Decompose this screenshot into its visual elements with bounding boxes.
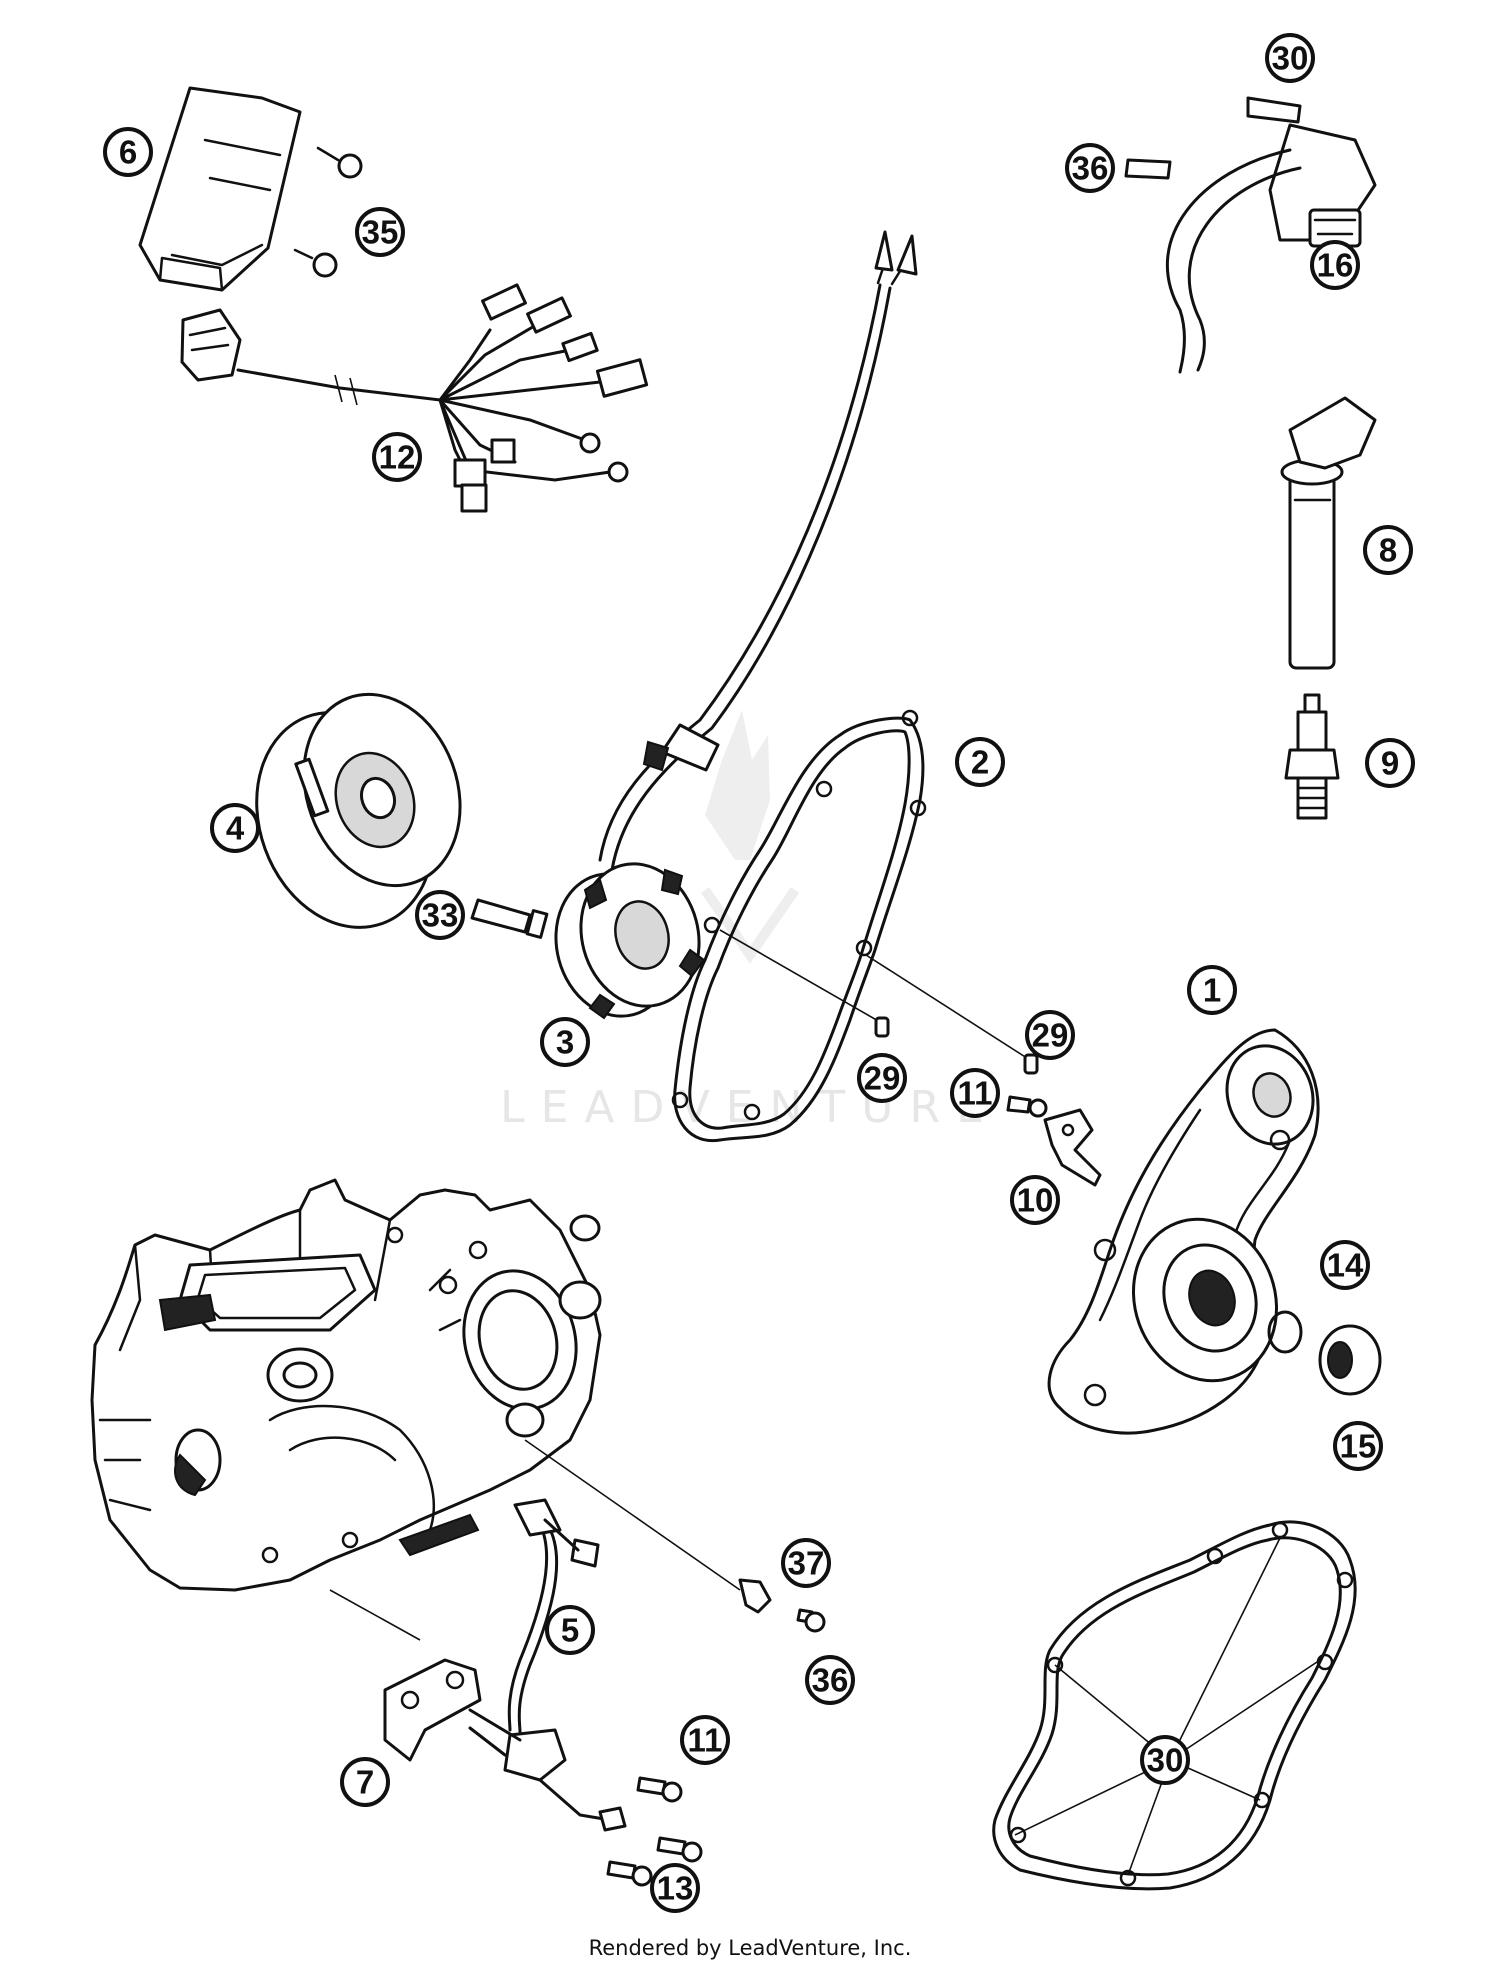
callout-33-label: 33 [422, 897, 459, 934]
callout-16-label: 16 [1317, 247, 1354, 284]
screw-11-upper [1006, 1095, 1048, 1118]
callout-11-upper-label: 11 [958, 1075, 993, 1112]
flywheel-rotor [255, 692, 462, 929]
ignition-coil [1165, 123, 1377, 374]
stator-cable [598, 230, 918, 872]
callout-37: 37 [781, 1538, 831, 1588]
cable-bracket [1043, 1108, 1102, 1187]
callout-7-label: 7 [356, 1764, 374, 1801]
screw-36-lower [796, 1608, 826, 1633]
callout-15: 15 [1333, 1421, 1383, 1471]
callout-10: 10 [1010, 1175, 1060, 1225]
callout-35: 35 [355, 207, 405, 257]
callout-8: 8 [1363, 525, 1413, 575]
callout-35-label: 35 [362, 214, 399, 251]
stator [554, 862, 706, 1020]
screw-35-lower [293, 248, 338, 278]
callout-36-lower: 36 [805, 1655, 855, 1705]
spark-plug-connector [1280, 396, 1377, 670]
callout-30-lower: 30 [1140, 1735, 1190, 1785]
callout-11-lower: 11 [680, 1715, 730, 1765]
callout-6-label: 6 [119, 134, 137, 171]
sensor-cable [507, 1498, 600, 1734]
callout-1-label: 1 [1203, 972, 1221, 1009]
callout-13: 13 [650, 1863, 700, 1913]
bolt-36-coil [1124, 158, 1172, 180]
callout-4-label: 4 [226, 810, 245, 847]
bolt-33 [470, 898, 549, 939]
screw-35-upper [316, 146, 363, 179]
dowel-pins [719, 929, 1039, 1075]
screw-11-lower [636, 1776, 683, 1803]
callout-36-upper-label: 36 [1072, 150, 1109, 187]
clutch-cover-gasket [992, 1520, 1357, 1891]
callout-10-label: 10 [1017, 1182, 1054, 1219]
clip-37 [738, 1578, 772, 1614]
callout-29-left-label: 29 [864, 1060, 901, 1097]
engine-crankcase [90, 1178, 602, 1592]
callout-30-lower-label: 30 [1147, 1742, 1184, 1779]
callout-36-upper: 36 [1065, 143, 1115, 193]
callout-29-left: 29 [857, 1053, 907, 1103]
callout-12-label: 12 [379, 439, 416, 476]
ignition-control-unit [138, 86, 302, 292]
callout-13-label: 13 [657, 1870, 694, 1907]
callout-5: 5 [545, 1605, 595, 1655]
callout-16: 16 [1310, 240, 1360, 290]
callout-14: 14 [1320, 1240, 1370, 1290]
callout-30-upper: 30 [1265, 33, 1315, 83]
callout-29-right: 29 [1025, 1010, 1075, 1060]
footer-credit: Rendered by LeadVenture, Inc. [588, 1936, 912, 1960]
ignition-cover-gasket [671, 709, 927, 1143]
callout-9-label: 9 [1381, 745, 1399, 782]
callout-6: 6 [103, 127, 153, 177]
callout-3: 3 [540, 1017, 590, 1067]
callout-9: 9 [1365, 738, 1415, 788]
wiring-harness [180, 283, 649, 513]
callout-29-right-label: 29 [1032, 1017, 1069, 1054]
callout-2-label: 2 [971, 744, 989, 781]
leader-lines [329, 1439, 741, 1641]
callout-1: 1 [1187, 965, 1237, 1015]
callout-7: 7 [340, 1757, 390, 1807]
callout-14-label: 14 [1327, 1247, 1364, 1284]
callout-11-lower-label: 11 [688, 1722, 723, 1759]
callout-37-label: 37 [788, 1545, 825, 1582]
callout-5-label: 5 [561, 1612, 579, 1649]
callout-11-upper: 11 [950, 1068, 1000, 1118]
plug-15 [1318, 1324, 1382, 1396]
callout-15-label: 15 [1340, 1428, 1377, 1465]
spark-plug [1284, 693, 1340, 820]
callout-36-lower-label: 36 [812, 1662, 849, 1699]
sensor-bracket [383, 1658, 627, 1832]
screws-13 [606, 1836, 703, 1887]
callout-12: 12 [372, 432, 422, 482]
callout-3-label: 3 [556, 1024, 574, 1061]
callout-4: 4 [210, 803, 260, 853]
callout-33: 33 [415, 890, 465, 940]
callout-8-label: 8 [1379, 532, 1397, 569]
callout-2: 2 [955, 737, 1005, 787]
bolt-30-coil [1246, 96, 1302, 124]
o-ring-14 [1267, 1310, 1303, 1354]
callout-30-upper-label: 30 [1272, 40, 1309, 77]
ignition-cover [1047, 1028, 1320, 1435]
